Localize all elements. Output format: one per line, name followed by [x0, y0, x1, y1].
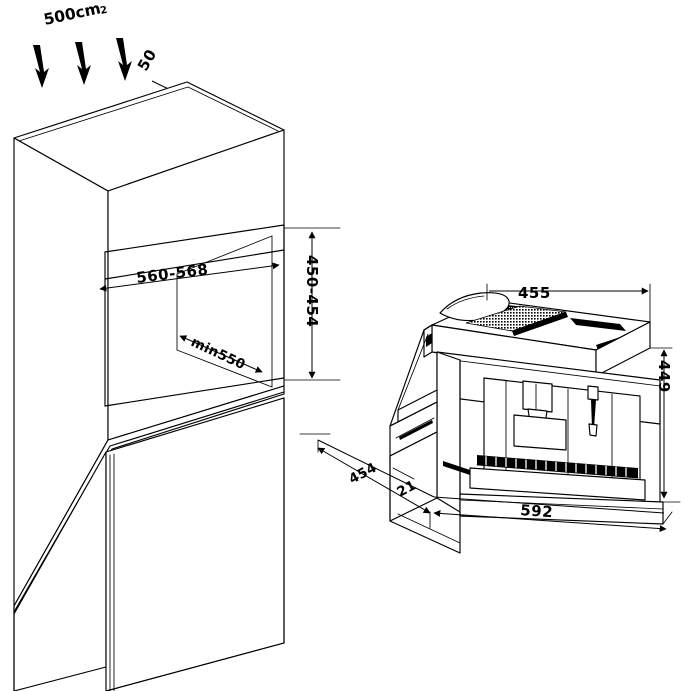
ventilation-arrow-1	[33, 45, 49, 88]
drawer-rail-shadow	[399, 420, 433, 440]
dim449-label: 449	[655, 360, 673, 393]
dim21-leader	[392, 467, 415, 480]
top-dark-strip-right	[570, 318, 626, 331]
coffee-spout-housing	[522, 380, 553, 413]
ventilation-arrow-3	[116, 38, 132, 81]
bean-hopper-lid-highlight	[446, 295, 485, 310]
drip-tray-grid	[477, 455, 638, 478]
dim455-label: 455	[518, 284, 551, 302]
niche-depth-arrow	[179, 335, 263, 373]
steam-wand-mount	[587, 385, 599, 401]
bean-hopper-lid	[439, 292, 510, 322]
dim592-label: 592	[520, 501, 554, 521]
drip-tray-body	[469, 467, 646, 501]
drawer-inner-line	[395, 417, 435, 439]
machine-upper-left-slot	[426, 333, 432, 347]
cabinet-bottom-front-edge	[105, 642, 285, 691]
cabinet-group	[13, 81, 285, 691]
cabinet-top-thickness	[18, 86, 279, 142]
niche-top-edge-front	[104, 224, 285, 253]
control-panel-edge	[512, 312, 568, 336]
left-tray-slot	[443, 461, 470, 475]
machine-base-receding-edge	[389, 520, 461, 554]
drip-tray-slats	[485, 456, 627, 477]
steam-wand	[591, 400, 596, 428]
machine-top-left-corner	[423, 324, 433, 331]
steam-wand-tip	[588, 423, 598, 437]
ventilation-arrow-2	[75, 42, 91, 85]
drawer-top-edge	[389, 401, 438, 427]
ventilation-area-superscript: 2	[99, 5, 108, 17]
niche-width-arrow	[99, 262, 280, 292]
machine-upper-receding-inner	[397, 333, 429, 411]
machine-left-side-face	[436, 351, 461, 513]
machine-base-receding-inner	[397, 513, 461, 544]
dim592-arrow	[433, 509, 667, 533]
niche-height-label: 450-454	[303, 255, 321, 327]
appliance-dimension-group: 455 449 592 454 21	[317, 283, 681, 533]
drip-tray-front-edge	[476, 464, 639, 479]
machine-front-panel-groove	[436, 357, 661, 387]
machine-upper-receding-edge	[389, 329, 425, 427]
dim454-arrow	[317, 447, 431, 514]
cup-block	[513, 414, 567, 451]
niche-bottom-edge-front	[104, 377, 285, 407]
